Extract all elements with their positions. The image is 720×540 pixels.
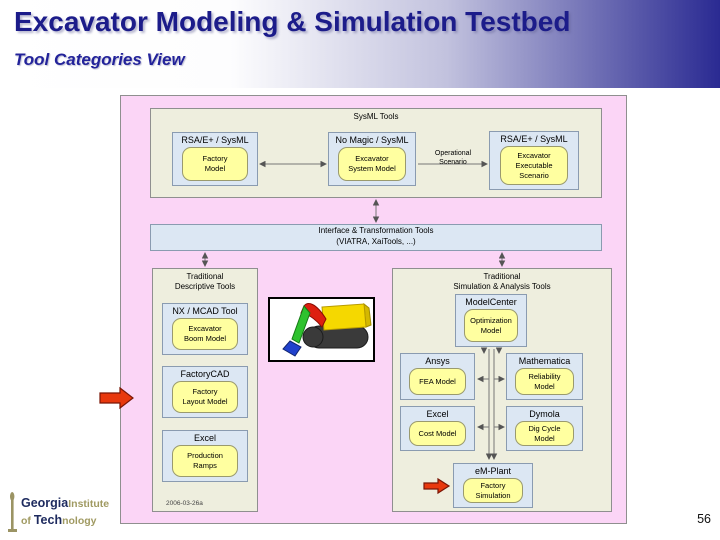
model-chip: FEA Model (409, 368, 466, 395)
toolbox-emplant: eM-Plant Factory Simulation (453, 463, 533, 508)
model-chip: Dig Cycle Model (515, 421, 574, 446)
model-chip: Factory Model (182, 147, 248, 181)
toolbox-nomagic-system: No Magic / SysML Excavator System Model (328, 132, 416, 186)
tool-name: FactoryCAD (180, 369, 230, 379)
interface-transformation-box: Interface & Transformation Tools (VIATRA… (150, 224, 602, 251)
slide-header: Excavator Modeling & Simulation Testbed … (0, 0, 720, 88)
model-chip: Excavator Boom Model (172, 318, 238, 350)
model-chip: Optimization Model (463, 309, 519, 342)
toolbox-mathematica: Mathematica Reliability Model (506, 353, 583, 400)
toolbox-ansys: Ansys FEA Model (400, 353, 475, 400)
tool-name: ModelCenter (465, 297, 517, 307)
georgia-tech-logo: GeorgiaInstitute of Technology (6, 490, 109, 534)
descriptive-tools-label: Traditional Descriptive Tools (153, 269, 257, 293)
model-chip: Production Ramps (172, 445, 238, 477)
gt-logo-line2: of Technology (21, 512, 109, 529)
tool-name: Excel (426, 409, 449, 419)
model-chip: Factory Layout Model (172, 381, 238, 413)
toolbox-rsae-factory: RSA/E+ / SysML Factory Model (172, 132, 258, 186)
toolbox-factorycad: FactoryCAD Factory Layout Model (162, 366, 248, 418)
edge-label-line2: Scenario (439, 159, 467, 167)
date-stamp: 2006-03-26a (166, 500, 203, 507)
model-chip: Reliability Model (515, 368, 574, 395)
toolbox-rsae-executable: RSA/E+ / SysML Excavator Executable Scen… (489, 131, 579, 190)
excavator-image (268, 297, 375, 362)
gt-word-of: of (21, 515, 34, 527)
gt-word-nology: nology (62, 515, 97, 527)
toolbox-excel-ramps: Excel Production Ramps (162, 430, 248, 482)
toolbox-modelcenter: ModelCenter Optimization Model (455, 294, 527, 347)
descriptive-label-line1: Traditional (186, 272, 224, 281)
gt-word-institute: Institute (68, 498, 110, 511)
tool-name: eM-Plant (474, 466, 511, 476)
simulation-label-line1: Traditional (483, 272, 521, 281)
page-title: Excavator Modeling & Simulation Testbed (14, 6, 571, 37)
tool-name: Mathematica (518, 356, 571, 366)
gt-word-georgia: Georgia (21, 496, 69, 511)
sysml-tools-label: SysML Tools (353, 112, 399, 121)
model-chip: Factory Simulation (462, 478, 524, 503)
operational-scenario-label: Operational Scenario (424, 149, 482, 167)
tool-name: Excel (193, 433, 216, 443)
tool-name: Dymola (529, 409, 560, 419)
gt-logo-line1: GeorgiaInstitute (21, 495, 109, 512)
toolbox-excel-cost: Excel Cost Model (400, 406, 475, 451)
gt-tower-icon (8, 492, 17, 532)
slide-number: 56 (697, 512, 711, 526)
interface-label-line2: (VIATRA, XaiTools, ...) (336, 236, 416, 246)
simulation-tools-label: Traditional Simulation & Analysis Tools (393, 269, 611, 293)
model-chip: Cost Model (409, 421, 466, 446)
page-subtitle: Tool Categories View (14, 50, 185, 69)
tool-name: No Magic / SysML (335, 135, 409, 145)
descriptive-label-line2: Descriptive Tools (174, 282, 236, 292)
gt-logo-text: GeorgiaInstitute of Technology (21, 495, 109, 529)
excavator-clipart (282, 302, 372, 357)
tool-name: Ansys (425, 356, 450, 366)
toolbox-nx-mcad: NX / MCAD Tool Excavator Boom Model (162, 303, 248, 355)
interface-label-line1: Interface & Transformation Tools (318, 226, 434, 235)
gt-word-tech: Tech (33, 513, 63, 527)
model-chip: Excavator System Model (338, 147, 406, 181)
toolbox-dymola: Dymola Dig Cycle Model (506, 406, 583, 451)
tool-name: NX / MCAD Tool (172, 306, 238, 316)
tool-name: RSA/E+ / SysML (181, 135, 249, 145)
simulation-label-line2: Simulation & Analysis Tools (453, 282, 551, 292)
tool-name: RSA/E+ / SysML (500, 134, 568, 144)
edge-label-line1: Operational (434, 150, 472, 157)
model-chip: Excavator Executable Scenario (499, 146, 569, 185)
